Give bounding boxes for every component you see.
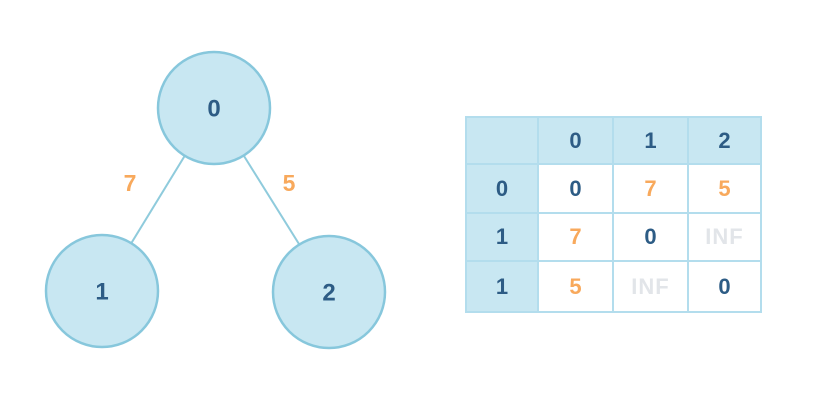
matrix-cell-0-0: 0 [537,163,614,214]
node-2-circle [271,234,387,350]
matrix-col-header-1: 1 [612,116,689,165]
matrix-row-header-1: 1 [465,212,539,262]
matrix-cell-2-1: INF [612,260,689,313]
matrix-cell-0-2: 5 [687,163,762,214]
edge-0-1-weight-label: 7 [124,170,137,196]
matrix-cell-2-2: 0 [687,260,762,313]
matrix-header-row: 0 1 2 [465,116,762,165]
matrix-cell-2-0: 5 [537,260,614,313]
node-1-circle [44,233,160,349]
node-0-label: 0 [207,96,220,123]
matrix-cell-1-0: 7 [537,212,614,262]
matrix-cell-0-1: 7 [612,163,689,214]
matrix-corner-cell [465,116,539,165]
matrix-row-1: 1 7 0 INF [465,212,762,262]
matrix-col-header-0: 0 [537,116,614,165]
node-1-label: 1 [95,279,108,306]
graph-diagram: 0 1 2 7 5 [44,50,387,350]
node-2-label: 2 [322,280,335,307]
matrix-cell-1-1: 0 [612,212,689,262]
node-0-circle [156,50,272,166]
matrix-row-0: 0 0 7 5 [465,163,762,214]
adjacency-matrix: 0 1 2 0 0 7 5 1 7 0 INF 1 5 INF 0 [465,116,762,313]
edge-0-2-weight-label: 5 [283,170,296,196]
matrix-cell-1-2: INF [687,212,762,262]
matrix-col-header-2: 2 [687,116,762,165]
matrix-row-header-0: 0 [465,163,539,214]
matrix-row-2: 1 5 INF 0 [465,260,762,313]
matrix-row-header-2: 1 [465,260,539,313]
